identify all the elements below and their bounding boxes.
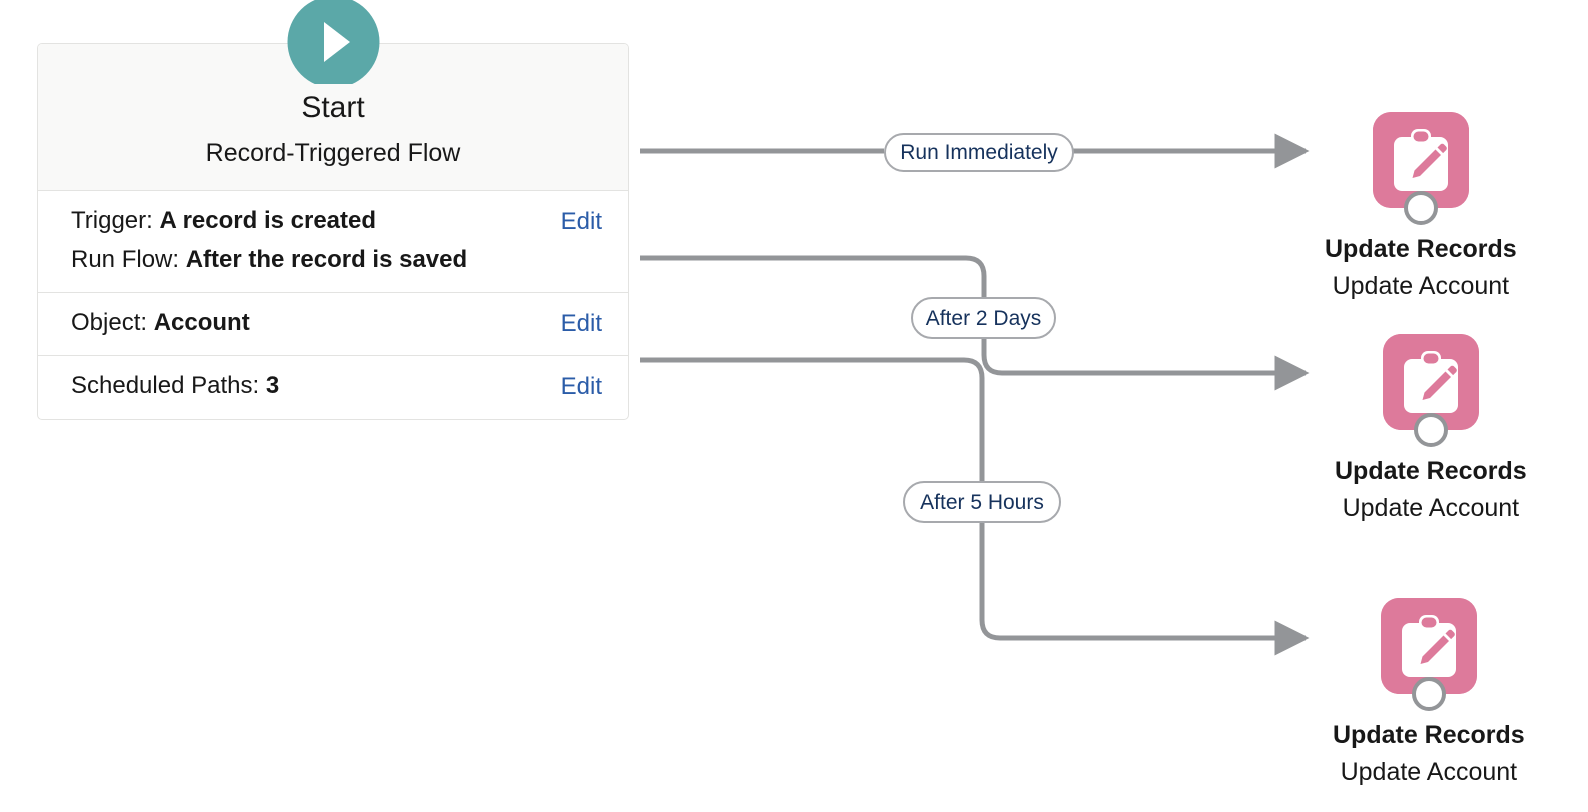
start-trigger-value: A record is created (159, 207, 377, 235)
start-runflow-value: After the record is saved (185, 246, 468, 274)
update-records-clipboard-pencil-icon[interactable] (1382, 334, 1479, 430)
flow-node-update-records-2[interactable]: Update Records Update Account (1335, 334, 1527, 525)
connector-after-5-hours-out (979, 523, 1310, 656)
start-object-line: Object: Account (71, 307, 250, 339)
node-sublabel-1: Update Account (1332, 272, 1510, 301)
start-row-object-lines: Object: Account (71, 307, 250, 339)
node-sublabel-2: Update Account (1342, 494, 1520, 523)
flow-node-update-records-1[interactable]: Update Records Update Account (1325, 112, 1517, 303)
start-object-value: Account (153, 308, 250, 336)
start-row-scheduled-paths-lines: Scheduled Paths: 3 (71, 370, 279, 402)
node-label-2: Update Records (1335, 457, 1527, 485)
edit-object-link[interactable]: Edit (560, 309, 602, 337)
start-row-scheduled-paths[interactable]: Scheduled Paths: 3 Edit (38, 356, 628, 419)
update-records-clipboard-pencil-icon[interactable] (1372, 112, 1469, 208)
start-row-object[interactable]: Object: Account Edit (38, 293, 628, 357)
node-label-1: Update Records (1325, 235, 1517, 263)
update-records-icon-wrap-1[interactable] (1372, 112, 1469, 225)
node-connector-handle-1[interactable] (1403, 191, 1438, 225)
start-runflow-label: Run Flow: (71, 246, 180, 274)
start-scheduled-paths-line: Scheduled Paths: 3 (71, 370, 279, 402)
path-label-run-immediately[interactable]: Run Immediately (884, 133, 1074, 172)
start-trigger-line: Trigger: A record is created (71, 205, 467, 237)
edit-scheduled-paths-link[interactable]: Edit (560, 373, 602, 401)
play-triangle-icon[interactable] (287, 0, 380, 84)
update-records-icon-wrap-3[interactable] (1380, 598, 1477, 711)
connector-after-2-days-in (640, 255, 987, 297)
node-connector-handle-3[interactable] (1411, 677, 1446, 711)
start-row-trigger[interactable]: Trigger: A record is created Run Flow: A… (38, 191, 628, 293)
start-object-label: Object: (71, 308, 148, 336)
start-header: Start Record-Triggered Flow (38, 44, 628, 192)
node-sublabel-3: Update Account (1340, 758, 1518, 787)
start-element[interactable]: Start Record-Triggered Flow Trigger: A r… (37, 43, 629, 421)
start-scheduled-paths-label: Scheduled Paths: (71, 372, 260, 400)
path-label-after-5-hours[interactable]: After 5 Hours (903, 481, 1061, 523)
flow-node-update-records-3[interactable]: Update Records Update Account (1333, 598, 1525, 789)
edit-trigger-link[interactable]: Edit (560, 208, 602, 236)
node-connector-handle-2[interactable] (1413, 413, 1448, 447)
path-label-after-2-days[interactable]: After 2 Days (911, 297, 1056, 339)
start-runflow-line: Run Flow: After the record is saved (71, 244, 467, 276)
start-scheduled-paths-value: 3 (265, 372, 280, 400)
connector-after-2-days-out (981, 339, 1310, 391)
node-label-3: Update Records (1333, 721, 1525, 749)
update-records-icon-wrap-2[interactable] (1382, 334, 1479, 447)
start-title: Start (301, 91, 365, 124)
start-row-trigger-lines: Trigger: A record is created Run Flow: A… (71, 205, 467, 275)
start-trigger-label: Trigger: (71, 207, 153, 235)
start-subtitle: Record-Triggered Flow (205, 139, 461, 168)
connector-after-5-hours-in (640, 357, 985, 481)
